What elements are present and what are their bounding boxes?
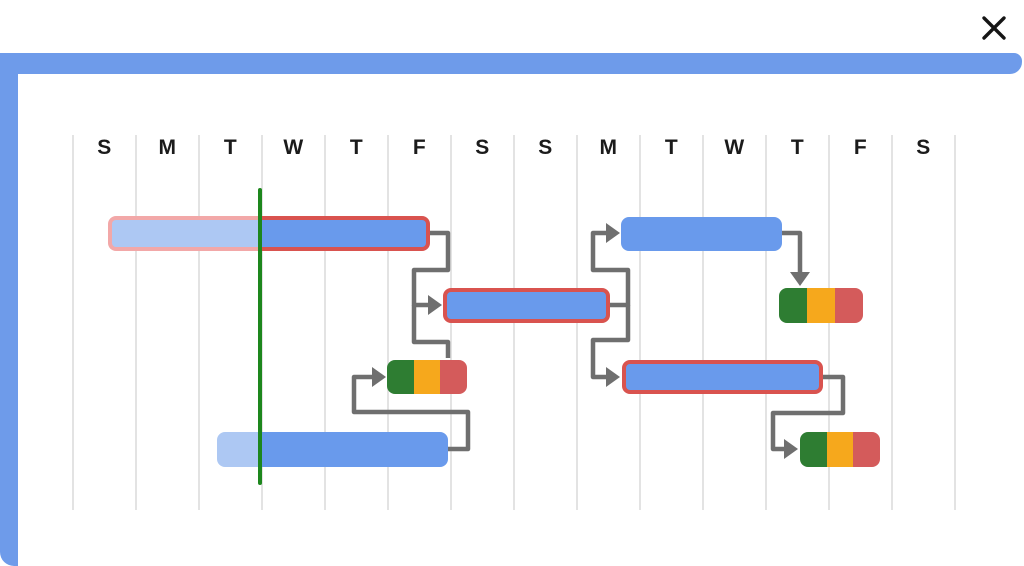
gridline: [324, 135, 326, 510]
dep-task2-to-task4-arrowhead: [606, 367, 620, 387]
day-label: W: [724, 136, 745, 159]
day-label: F: [412, 136, 427, 159]
dep-task5-to-milestone2-arrowhead: [372, 367, 386, 387]
day-label: T: [223, 136, 238, 159]
day-label: T: [664, 136, 679, 159]
task-2-bar: [443, 288, 610, 323]
task-5[interactable]: [217, 432, 448, 467]
milestone-2-segment-amber: [413, 360, 441, 394]
task-5-completed-segment: [217, 432, 260, 467]
day-label: W: [283, 136, 304, 159]
milestone-3-segment-green: [800, 432, 827, 467]
task-2[interactable]: [443, 288, 610, 323]
dep-task3-to-milestone1-arrowhead: [790, 272, 810, 286]
task-3-bar: [621, 217, 782, 251]
milestone-2[interactable]: [387, 360, 467, 394]
frame-top-bar: [0, 53, 1022, 74]
day-label: F: [853, 136, 868, 159]
day-label: S: [475, 136, 490, 159]
day-label: S: [97, 136, 112, 159]
day-label: S: [916, 136, 931, 159]
gridline: [954, 135, 956, 510]
gridline: [72, 135, 74, 510]
task-1[interactable]: [108, 216, 430, 251]
today-line: [258, 188, 262, 485]
milestone-1-segment-amber: [807, 288, 835, 323]
gridline: [261, 135, 263, 510]
gridline: [765, 135, 767, 510]
gridline: [387, 135, 389, 510]
task-1-remaining-segment: [260, 216, 430, 251]
task-5-remaining-segment: [260, 432, 448, 467]
day-label: S: [538, 136, 553, 159]
milestone-2-segment-red: [440, 360, 467, 394]
dep-task3-to-milestone1: [782, 230, 803, 273]
milestone-3-segment-red: [853, 432, 880, 467]
milestone-1-segment-red: [835, 288, 863, 323]
milestone-3[interactable]: [800, 432, 880, 467]
gridline: [702, 135, 704, 510]
dep-task1-to-task2-arrowhead: [428, 295, 442, 315]
milestone-1-segment-green: [779, 288, 807, 323]
dep-task2-to-task3-arrowhead: [606, 223, 620, 243]
close-button[interactable]: [977, 11, 1011, 45]
milestone-2-segment-green: [387, 360, 414, 394]
close-icon: [982, 16, 1006, 40]
day-label: M: [599, 136, 618, 159]
dep-task4-to-milestone3-arrowhead: [784, 439, 798, 459]
task-3[interactable]: [621, 217, 782, 251]
gridline: [891, 135, 893, 510]
milestone-3-segment-amber: [826, 432, 854, 467]
gridline: [639, 135, 641, 510]
day-label: M: [158, 136, 177, 159]
frame-left-bar: [0, 53, 18, 566]
day-label: T: [790, 136, 805, 159]
gridline: [198, 135, 200, 510]
milestone-1[interactable]: [779, 288, 863, 323]
titlebar: [0, 0, 1024, 53]
gridline: [135, 135, 137, 510]
task-4[interactable]: [622, 360, 823, 394]
day-label: T: [349, 136, 364, 159]
task-4-bar: [622, 360, 823, 394]
task-1-completed-segment: [108, 216, 260, 251]
